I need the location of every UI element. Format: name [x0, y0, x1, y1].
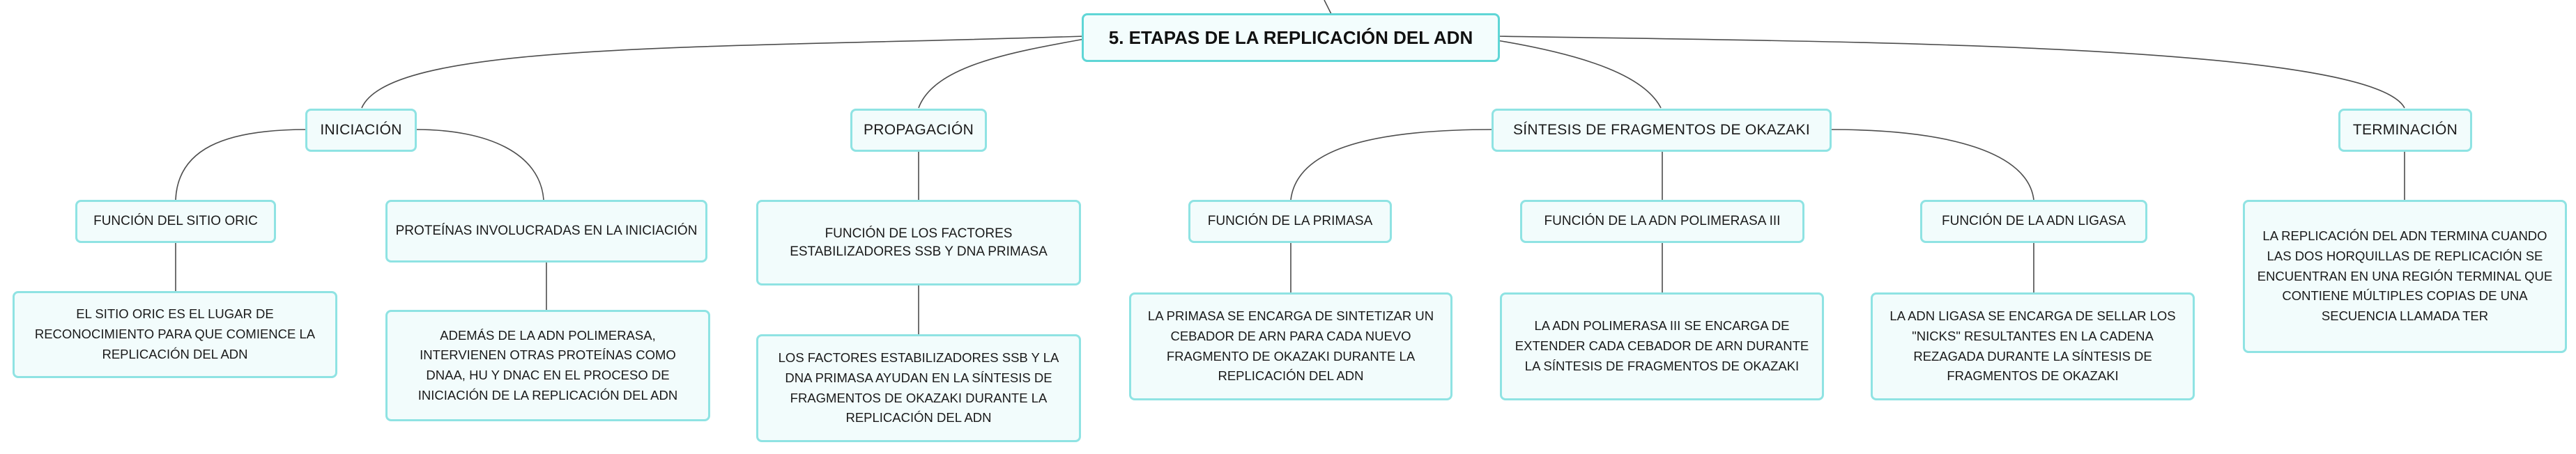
- root-title: 5. ETAPAS DE LA REPLICACIÓN DEL ADN: [1108, 26, 1473, 48]
- detail-polimerasa[interactable]: LA ADN POLIMERASA III SE ENCARGA DE EXTE…: [1500, 292, 1824, 400]
- node-primasa-label: FUNCIÓN DE LA PRIMASA: [1207, 214, 1373, 229]
- detail-primasa[interactable]: LA PRIMASA SE ENCARGA DE SINTETIZAR UN C…: [1129, 292, 1452, 400]
- detail-factores-text: LOS FACTORES ESTABILIZADORES SSB Y LA DN…: [778, 350, 1059, 425]
- node-factores-label: FUNCIÓN DE LOS FACTORES ESTABILIZADORES …: [790, 226, 1048, 259]
- connector-okazaki-ligasa: [1830, 129, 2034, 201]
- detail-ligasa-text: LA ADN LIGASA SE ENCARGA DE SELLAR LOS "…: [1889, 308, 2176, 384]
- node-sitio-oric[interactable]: FUNCIÓN DEL SITIO ORIC: [75, 200, 276, 243]
- node-proteinas[interactable]: PROTEÍNAS INVOLUCRADAS EN LA INICIACIÓN: [385, 200, 707, 263]
- detail-proteinas[interactable]: ADEMÁS DE LA ADN POLIMERASA, INTERVIENEN…: [385, 310, 710, 421]
- node-propagacion[interactable]: PROPAGACIÓN: [850, 109, 987, 152]
- connector-root-iniciacion: [361, 36, 1085, 109]
- node-terminacion-label: TERMINACIÓN: [2352, 122, 2458, 138]
- detail-terminacion-text: LA REPLICACIÓN DEL ADN TERMINA CUANDO LA…: [2257, 228, 2553, 323]
- connector-iniciacion-proteinas: [415, 129, 544, 201]
- node-polimerasa-label: FUNCIÓN DE LA ADN POLIMERASA III: [1544, 214, 1781, 229]
- node-okazaki-label: SÍNTESIS DE FRAGMENTOS DE OKAZAKI: [1512, 122, 1811, 138]
- connector-iniciacion-oric: [175, 129, 307, 201]
- connector-root-propagacion: [918, 38, 1085, 109]
- node-primasa[interactable]: FUNCIÓN DE LA PRIMASA: [1188, 200, 1392, 243]
- detail-sitio-oric[interactable]: EL SITIO ORIC ES EL LUGAR DE RECONOCIMIE…: [13, 291, 337, 378]
- detail-sitio-oric-text: EL SITIO ORIC ES EL LUGAR DE RECONOCIMIE…: [34, 306, 316, 361]
- connector-root-terminacion: [1496, 36, 2405, 109]
- node-ligasa-label: FUNCIÓN DE LA ADN LIGASA: [1942, 214, 2126, 229]
- detail-primasa-text: LA PRIMASA SE ENCARGA DE SINTETIZAR UN C…: [1147, 308, 1434, 384]
- connector-root-top: [1324, 0, 1332, 15]
- node-proteinas-label: PROTEÍNAS INVOLUCRADAS EN LA INICIACIÓN: [395, 224, 698, 239]
- node-factores[interactable]: FUNCIÓN DE LOS FACTORES ESTABILIZADORES …: [756, 200, 1081, 285]
- node-sitio-oric-label: FUNCIÓN DEL SITIO ORIC: [93, 214, 258, 229]
- root-node[interactable]: 5. ETAPAS DE LA REPLICACIÓN DEL ADN: [1082, 13, 1500, 62]
- node-terminacion[interactable]: TERMINACIÓN: [2338, 109, 2472, 152]
- detail-proteinas-text: ADEMÁS DE LA ADN POLIMERASA, INTERVIENEN…: [417, 327, 678, 402]
- detail-factores[interactable]: LOS FACTORES ESTABILIZADORES SSB Y LA DN…: [756, 334, 1081, 442]
- node-iniciacion-label: INICIACIÓN: [320, 122, 402, 138]
- node-propagacion-label: PROPAGACIÓN: [863, 122, 974, 138]
- node-iniciacion[interactable]: INICIACIÓN: [305, 109, 417, 152]
- connector-root-okazaki: [1496, 40, 1662, 109]
- node-polimerasa[interactable]: FUNCIÓN DE LA ADN POLIMERASA III: [1520, 200, 1804, 243]
- connector-okazaki-primasa: [1290, 129, 1494, 201]
- detail-ligasa[interactable]: LA ADN LIGASA SE ENCARGA DE SELLAR LOS "…: [1871, 292, 2195, 400]
- node-ligasa[interactable]: FUNCIÓN DE LA ADN LIGASA: [1920, 200, 2147, 243]
- node-okazaki[interactable]: SÍNTESIS DE FRAGMENTOS DE OKAZAKI: [1492, 109, 1832, 152]
- detail-terminacion[interactable]: LA REPLICACIÓN DEL ADN TERMINA CUANDO LA…: [2243, 200, 2567, 353]
- detail-polimerasa-text: LA ADN POLIMERASA III SE ENCARGA DE EXTE…: [1515, 318, 1809, 373]
